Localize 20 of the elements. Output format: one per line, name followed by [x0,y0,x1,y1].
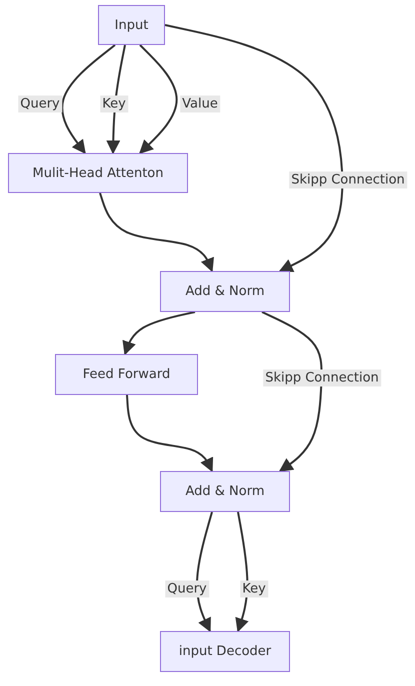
arrow [126,394,214,472]
edge-label: Skipp Connection [263,370,381,386]
edge-label: Skipp Connection [289,172,407,188]
arrow [122,311,196,356]
arrow [61,44,116,154]
process-box: Input [98,5,165,45]
edge-label: Key [240,580,268,598]
edge-label: Query [165,580,209,598]
arrow [164,24,344,272]
process-box: Add & Norm [160,471,290,512]
arrow [99,192,214,272]
process-box: Feed Forward [55,354,198,395]
process-box: Add & Norm [160,271,290,312]
process-box: input Decoder [160,631,290,672]
arrow [139,44,178,154]
process-box: Mulit-Head Attenton [8,153,188,193]
edge-label: Key [100,96,128,112]
edge-label: Query [18,96,62,112]
edge-label: Value [180,96,220,112]
arrow [262,311,323,472]
